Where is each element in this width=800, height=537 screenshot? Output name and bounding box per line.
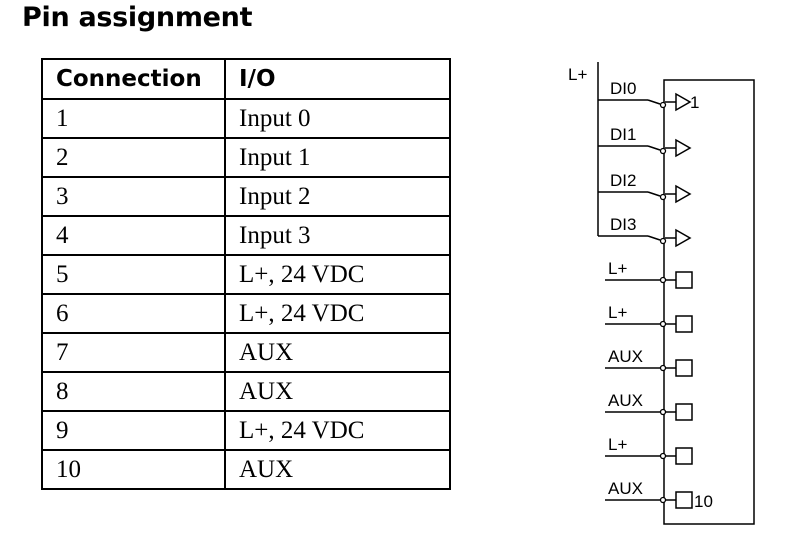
connection-cell: 2 (41, 137, 226, 178)
input-channel-di0: DI0 1 (598, 79, 699, 112)
input-label: DI3 (610, 215, 636, 234)
terminal-label: AUX (608, 391, 643, 410)
first-pin-number: 1 (690, 93, 699, 112)
terminal-square-icon (675, 491, 693, 509)
supply-label: L+ (568, 65, 587, 84)
connection-cell: 6 (41, 293, 226, 334)
input-triangle-icon (675, 92, 692, 112)
terminal-square-icon (675, 403, 693, 421)
input-triangle-icon (675, 184, 692, 204)
column-header-io: I/O (224, 58, 451, 100)
connection-cell: 4 (41, 215, 226, 256)
io-cell: AUX (224, 449, 451, 490)
terminal-9: L+ (605, 435, 693, 465)
input-label: DI1 (610, 125, 636, 144)
input-triangle-icon (675, 138, 692, 158)
connection-cell: 5 (41, 254, 226, 295)
terminal-6: L+ (605, 303, 693, 333)
connection-cell: 10 (41, 449, 226, 490)
io-cell: Input 0 (224, 98, 451, 139)
connection-cell: 9 (41, 410, 226, 451)
terminal-label: L+ (608, 435, 627, 454)
terminal-label: L+ (608, 303, 627, 322)
module-body (663, 79, 755, 525)
input-channel-di3: DI3 (598, 215, 692, 248)
terminal-square-icon (675, 271, 693, 289)
io-cell: AUX (224, 332, 451, 373)
io-cell: L+, 24 VDC (224, 410, 451, 451)
terminal-square-icon (675, 447, 693, 465)
terminal-7: AUX (605, 347, 693, 377)
last-pin-number: 10 (694, 492, 713, 511)
connection-cell: 1 (41, 98, 226, 139)
input-label: DI0 (610, 79, 636, 98)
terminal-5: L+ (605, 259, 693, 289)
io-cell: Input 1 (224, 137, 451, 178)
terminal-label: AUX (608, 479, 643, 498)
input-label: DI2 (610, 171, 636, 190)
input-triangle-icon (675, 228, 692, 248)
terminal-square-icon (675, 359, 693, 377)
io-cell: Input 3 (224, 215, 451, 256)
terminal-8: AUX (605, 391, 693, 421)
io-cell: Input 2 (224, 176, 451, 217)
terminal-label: AUX (608, 347, 643, 366)
column-header-connection: Connection (41, 58, 226, 100)
page-title: Pin assignment (22, 2, 253, 33)
terminal-10: AUX 10 (605, 479, 713, 511)
terminal-square-icon (675, 315, 693, 333)
terminal-label: L+ (608, 259, 627, 278)
connection-cell: 8 (41, 371, 226, 412)
input-channel-di1: DI1 (598, 125, 692, 158)
table-header-row: Connection I/O (41, 58, 451, 100)
connection-cell: 7 (41, 332, 226, 373)
input-channel-di2: DI2 (598, 171, 692, 204)
io-cell: L+, 24 VDC (224, 254, 451, 295)
connection-cell: 3 (41, 176, 226, 217)
io-cell: AUX (224, 371, 451, 412)
io-cell: L+, 24 VDC (224, 293, 451, 334)
